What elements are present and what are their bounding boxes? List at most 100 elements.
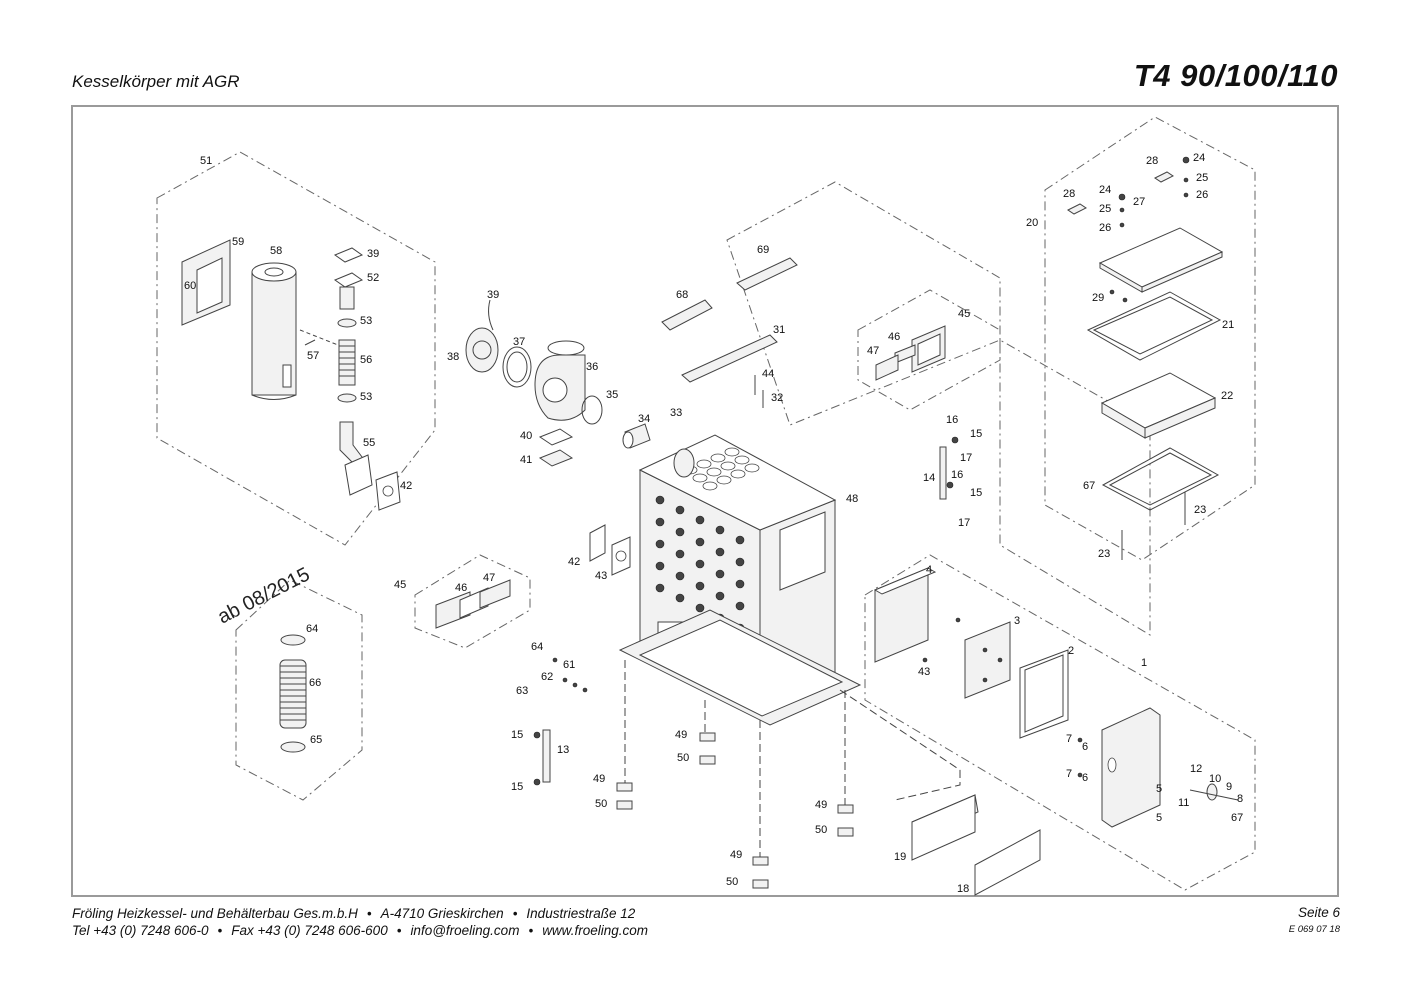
footer-fax: Fax +43 (0) 7248 606-600: [231, 923, 388, 938]
label-1: 1: [1141, 657, 1147, 669]
label-17b: 17: [958, 517, 970, 529]
label-51: 51: [200, 155, 212, 167]
part-68-cover: [661, 299, 713, 331]
label-55: 56: [360, 354, 372, 366]
part-69-cover: [736, 257, 798, 291]
label-53b: 53: [360, 391, 372, 403]
label-40: 41: [520, 454, 532, 466]
label-15d: 15: [511, 781, 523, 793]
part-22-insulation: [1100, 372, 1217, 439]
label-15b: 15: [970, 487, 982, 499]
label-45b: 45: [394, 579, 406, 591]
label-43: 43: [918, 666, 930, 678]
label-61: 62: [541, 671, 553, 683]
part-19-cover: [911, 794, 979, 861]
page-number: Seite 6: [1297, 905, 1340, 920]
label-62: 63: [516, 685, 528, 697]
label-60: 61: [563, 659, 575, 671]
boiler-base-frame: [618, 609, 862, 726]
label-5a: 5: [1156, 783, 1162, 795]
label-50b: 50: [677, 752, 689, 764]
group-box-45-lower: [414, 554, 531, 649]
footer-phone: Tel +43 (0) 7248 606-0: [72, 923, 209, 938]
part-34-gasket: [581, 395, 603, 425]
label-39b: 40: [520, 430, 532, 442]
label-23b: 23: [1098, 548, 1110, 560]
label-5b: 5: [1156, 812, 1162, 824]
label-50c: 50: [815, 824, 827, 836]
part-39-gasket: [538, 428, 574, 446]
label-24b: 24: [1099, 184, 1111, 196]
label-8: 8: [1237, 793, 1243, 805]
label-28b: 28: [1063, 188, 1075, 200]
label-21: 21: [1222, 319, 1234, 331]
part-2-gasket: [1019, 649, 1069, 739]
label-58: 59: [232, 236, 244, 248]
footer-web[interactable]: www.froeling.com: [542, 923, 648, 938]
label-27: 27: [1133, 196, 1145, 208]
part-13-bracket: [533, 729, 551, 786]
label-34: 35: [606, 389, 618, 401]
label-59: 60: [184, 280, 196, 292]
label-66: 67: [1083, 480, 1095, 492]
label-49c: 49: [815, 799, 827, 811]
part-labels: 51 59 58 39 52 60 53 57 56 53 55 42 64 6…: [184, 152, 1243, 895]
group-box-1: [864, 554, 1256, 891]
label-44: 44: [762, 368, 774, 380]
part-1-door: [1101, 707, 1161, 828]
part-40-plate: [538, 449, 574, 467]
label-15a: 15: [970, 428, 982, 440]
label-17a: 17: [960, 452, 972, 464]
label-22: 22: [1221, 390, 1233, 402]
label-46b: 46: [455, 582, 467, 594]
label-63: 64: [531, 641, 543, 653]
label-36: 37: [513, 336, 525, 348]
footer-line-2: Tel +43 (0) 7248 606-0•Fax +43 (0) 7248 …: [72, 923, 648, 938]
label-45a: 45: [958, 308, 970, 320]
part-65-flex-hose: [279, 659, 307, 729]
document-number: E 069 07 18: [1288, 924, 1340, 935]
part-66-frame: [1101, 447, 1220, 511]
label-25a: 25: [1196, 172, 1208, 184]
label-49b: 49: [675, 729, 687, 741]
label-6b: 6: [1082, 772, 1088, 784]
footer-contact: Fröling Heizkessel- und Behälterbau Ges.…: [72, 905, 648, 939]
label-42b: 43: [595, 570, 607, 582]
part-18-cover: [974, 829, 1041, 896]
label-26a: 26: [1196, 189, 1208, 201]
part-14-bracket: [939, 436, 959, 500]
part-4-cover: [873, 567, 937, 663]
label-48: 48: [846, 493, 858, 505]
label-67: 67: [1231, 812, 1243, 824]
label-50d: 50: [726, 876, 738, 888]
label-6a: 6: [1082, 741, 1088, 753]
label-56: 57: [307, 350, 319, 362]
label-41: 42: [568, 556, 580, 568]
label-14: 14: [923, 472, 935, 484]
label-30: 31: [773, 324, 785, 336]
part-3-plate: [964, 621, 1011, 699]
label-23a: 23: [1194, 504, 1206, 516]
part-28-handle-b: [1154, 171, 1174, 183]
label-49a: 49: [593, 773, 605, 785]
version-note: ab 08/2015: [214, 563, 313, 628]
label-13: 13: [557, 744, 569, 756]
footer-email[interactable]: info@froeling.com: [410, 923, 520, 938]
footer-company: Fröling Heizkessel- und Behälterbau Ges.…: [72, 906, 358, 921]
part-55-flex-hose: [338, 339, 356, 386]
part-38-cable: [488, 299, 494, 331]
label-10: 10: [1209, 773, 1221, 785]
part-30-cover: [681, 334, 778, 383]
label-68: 68: [676, 289, 688, 301]
label-37: 38: [447, 351, 459, 363]
label-49d: 49: [730, 849, 742, 861]
label-33: 34: [638, 413, 650, 425]
base-feet: [616, 732, 854, 889]
label-42a: 42: [400, 480, 412, 492]
label-38: 39: [487, 289, 499, 301]
label-18: 18: [957, 883, 969, 895]
label-24a: 24: [1193, 152, 1205, 164]
part-37-fan-motor: [465, 327, 499, 373]
part-47b-block: [479, 579, 511, 609]
